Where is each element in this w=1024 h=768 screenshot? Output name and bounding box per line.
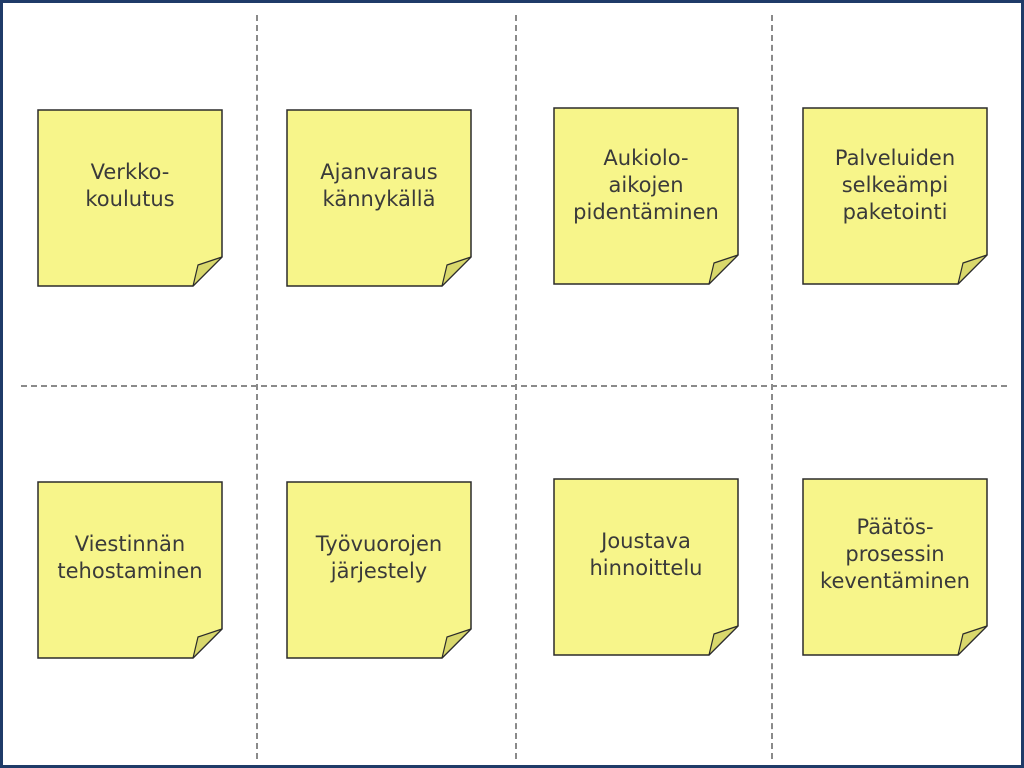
sticky-note-paper <box>37 109 223 287</box>
sticky-note-paper <box>553 478 739 656</box>
column-divider-1 <box>256 15 258 759</box>
sticky-note-palveluiden[interactable]: Palveluiden selkeämpi paketointi <box>802 107 988 285</box>
sticky-note-tyovuorojen[interactable]: Työvuorojen järjestely <box>286 481 472 659</box>
sticky-note-text: Päätös- prosessin keventäminen <box>820 515 970 593</box>
column-divider-2 <box>515 15 517 759</box>
sticky-note-viestinnan[interactable]: Viestinnän tehostaminen <box>37 481 223 659</box>
sticky-note-text: Viestinnän tehostaminen <box>57 532 203 583</box>
sticky-note-aukioloaikojen[interactable]: Aukiolo- aikojen pidentäminen <box>553 107 739 285</box>
sticky-note-text: Ajanvaraus kännykällä <box>320 160 438 211</box>
row-divider <box>21 385 1007 387</box>
sticky-note-text: Verkko- koulutus <box>85 160 175 211</box>
sticky-note-verkkokoulutus[interactable]: Verkko- koulutus <box>37 109 223 287</box>
sticky-note-text: Työvuorojen järjestely <box>315 532 443 583</box>
sticky-note-text: Joustava hinnoittelu <box>589 529 703 580</box>
sticky-note-paper <box>802 107 988 285</box>
sticky-note-paper <box>802 478 988 656</box>
sticky-note-paper <box>286 109 472 287</box>
sticky-note-paper <box>286 481 472 659</box>
sticky-note-paper <box>553 107 739 285</box>
sticky-note-text: Aukiolo- aikojen pidentäminen <box>573 146 719 224</box>
sticky-note-paatosprosessin[interactable]: Päätös- prosessin keventäminen <box>802 478 988 656</box>
sticky-note-ajanvaraus[interactable]: Ajanvaraus kännykällä <box>286 109 472 287</box>
sticky-note-paper <box>37 481 223 659</box>
column-divider-3 <box>771 15 773 759</box>
sticky-note-text: Palveluiden selkeämpi paketointi <box>834 146 956 224</box>
sticky-note-joustava[interactable]: Joustava hinnoittelu <box>553 478 739 656</box>
